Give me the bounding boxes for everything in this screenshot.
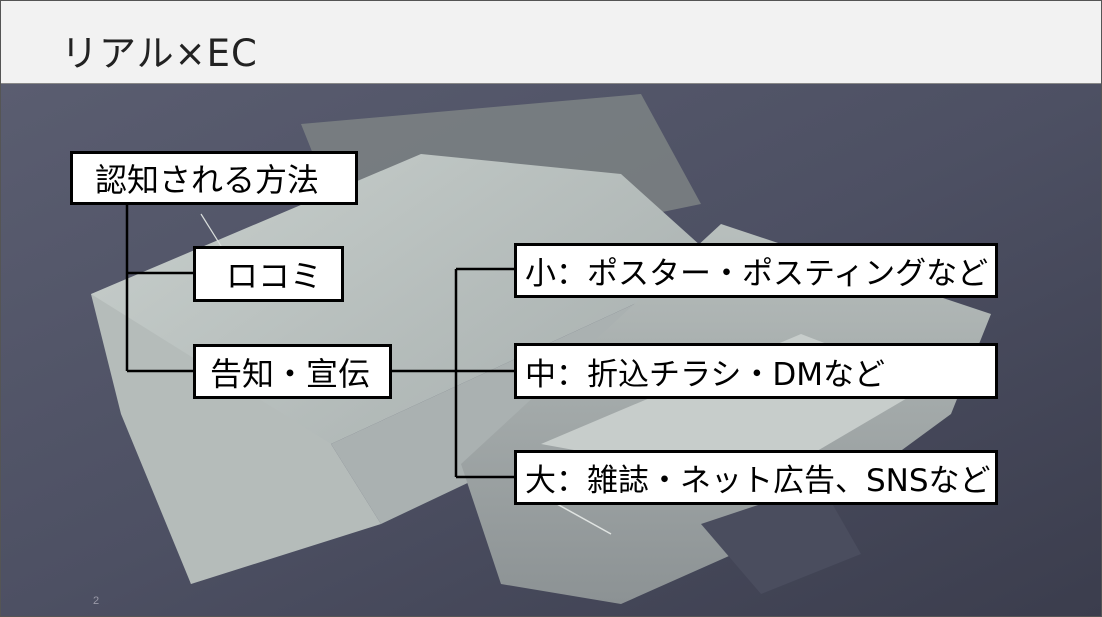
small-scale-label: 小：ポスター・ポスティングなど bbox=[525, 256, 989, 292]
title-bar: リアル×EC bbox=[1, 1, 1101, 84]
medium-scale-label: 中：折込チラシ・DMなど bbox=[525, 356, 885, 393]
page-number: 2 bbox=[93, 595, 100, 607]
word-of-mouth-box: ロコミ bbox=[193, 246, 344, 302]
slide-title: リアル×EC bbox=[61, 32, 258, 75]
medium-scale-box: 中：折込チラシ・DMなど bbox=[514, 343, 998, 399]
large-scale-box: 大：雑誌・ネット広告、SNSなど bbox=[514, 450, 998, 505]
advertising-box: 告知・宣伝 bbox=[193, 344, 392, 399]
root-node-label: 認知される方法 bbox=[95, 161, 320, 199]
word-of-mouth-label: ロコミ bbox=[226, 257, 323, 295]
advertising-label: 告知・宣伝 bbox=[210, 354, 371, 393]
root-node-box: 認知される方法 bbox=[70, 151, 358, 205]
large-scale-label: 大：雑誌・ネット広告、SNSなど bbox=[525, 463, 991, 499]
small-scale-box: 小：ポスター・ポスティングなど bbox=[514, 243, 998, 298]
